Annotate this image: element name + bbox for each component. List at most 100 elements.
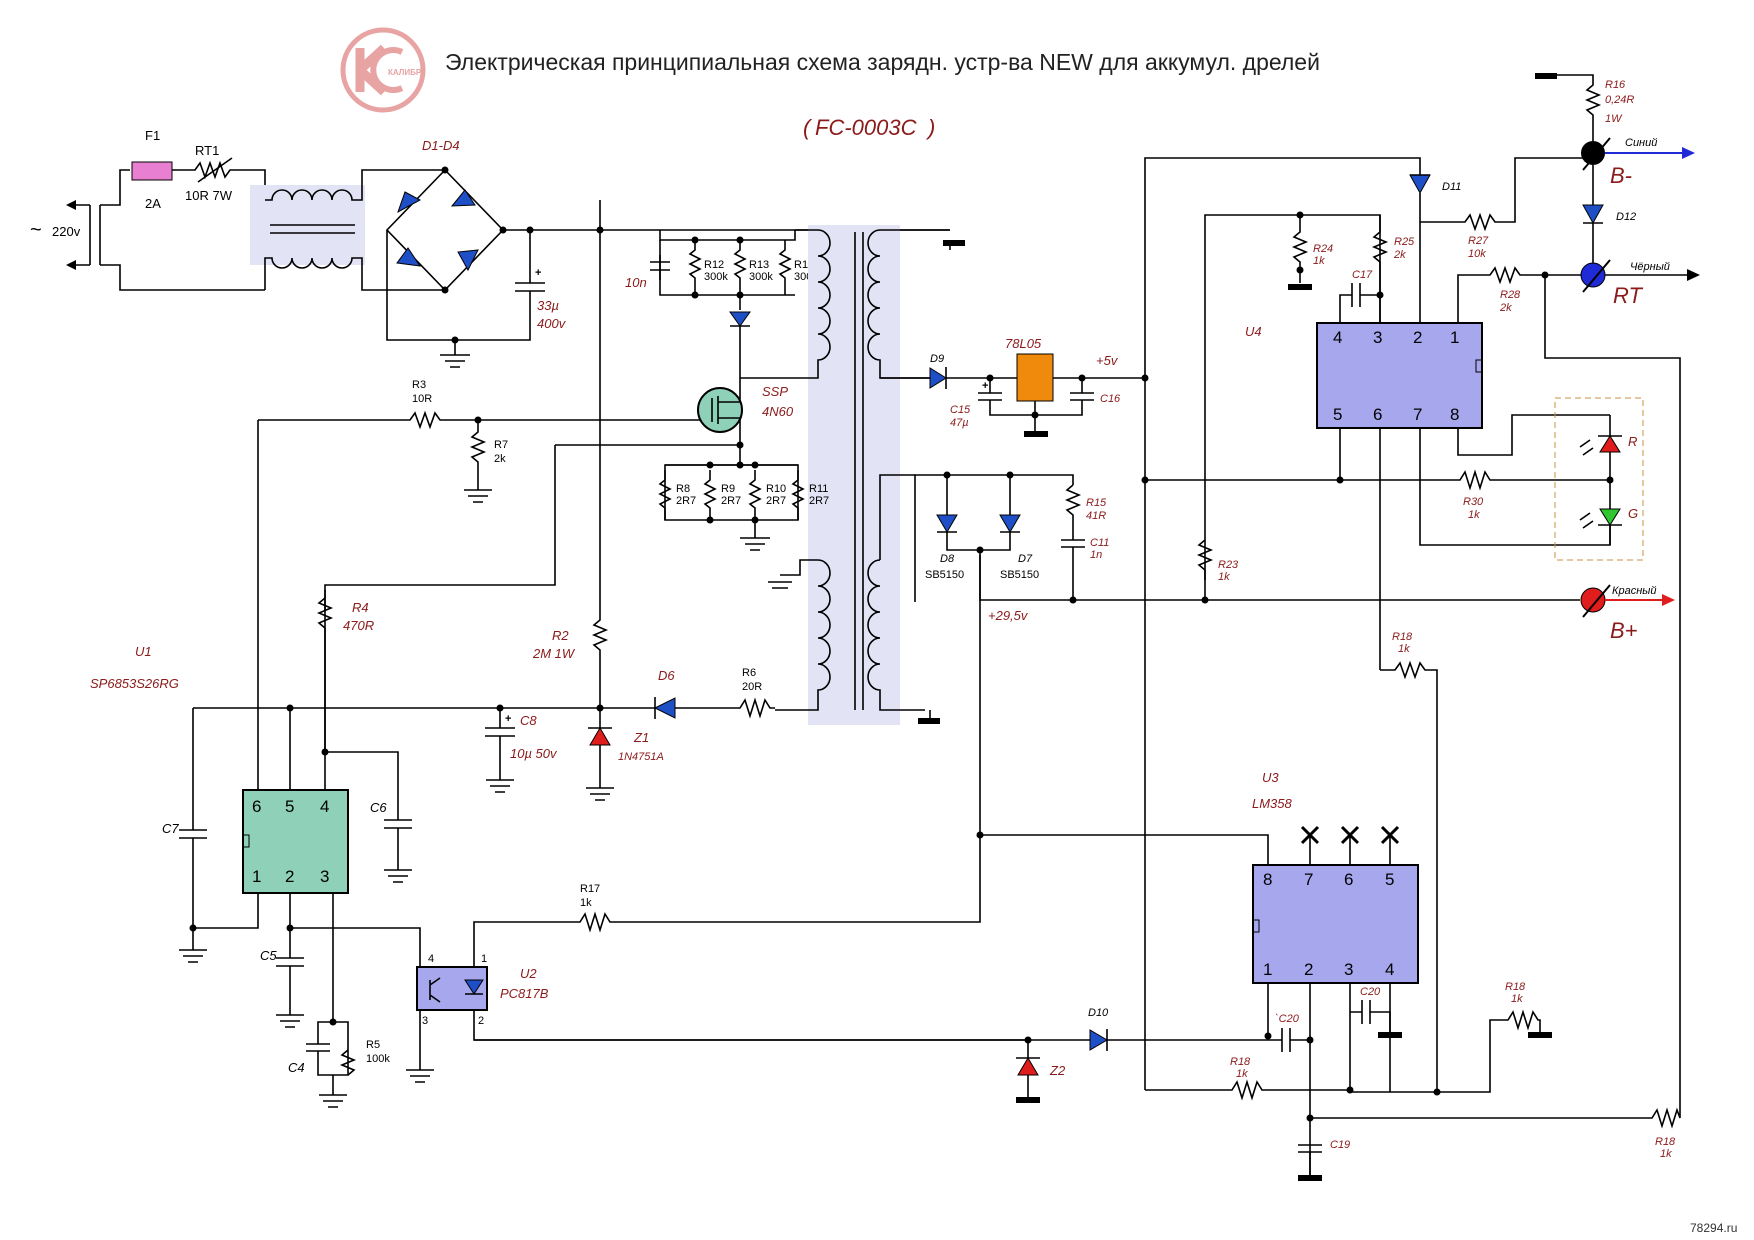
svg-text:4N60: 4N60 — [762, 404, 794, 419]
svg-text:2: 2 — [478, 1015, 484, 1027]
svg-text:33µ: 33µ — [537, 298, 559, 313]
svg-text:4: 4 — [1333, 328, 1342, 347]
svg-text:D10: D10 — [1088, 1007, 1109, 1019]
svg-text:R8: R8 — [676, 483, 690, 495]
svg-text:5: 5 — [1385, 870, 1394, 889]
thermistor-rt1: RT1 10R 7W — [172, 143, 266, 203]
gate-network: R3 10R R7 2k — [257, 379, 700, 790]
svg-text:Чёрный: Чёрный — [1630, 261, 1670, 273]
svg-text:SB5150: SB5150 — [925, 569, 964, 581]
svg-text:C20: C20 — [1360, 986, 1381, 998]
svg-text:U2: U2 — [520, 966, 537, 981]
model-paren-open: ( — [803, 115, 813, 140]
svg-text:1: 1 — [1450, 328, 1459, 347]
svg-text:47µ: 47µ — [950, 417, 969, 429]
svg-text:10n: 10n — [625, 275, 647, 290]
optocoupler-u2: 4 1 3 2 U2 PC817B R17 1k — [406, 555, 1028, 1083]
svg-text:R2: R2 — [552, 628, 569, 643]
svg-text:3: 3 — [1373, 328, 1382, 347]
svg-text:`C20: `C20 — [1275, 1013, 1300, 1025]
bridge-rectifier: D1-D4 — [385, 138, 950, 368]
common-mode-choke — [250, 169, 445, 291]
svg-text:2k: 2k — [1393, 249, 1406, 261]
model-number: FC-0003C — [815, 115, 917, 140]
svg-text:1N4751A: 1N4751A — [618, 751, 664, 763]
svg-text:Z1: Z1 — [633, 730, 649, 745]
svg-text:C17: C17 — [1352, 269, 1373, 281]
svg-text:6: 6 — [1344, 870, 1353, 889]
ac-symbol: ~ — [30, 219, 42, 241]
svg-text:R: R — [1628, 434, 1637, 449]
svg-text:R7: R7 — [494, 439, 508, 451]
svg-text:RT1: RT1 — [195, 143, 219, 158]
svg-text:R24: R24 — [1313, 243, 1333, 255]
svg-text:7: 7 — [1304, 870, 1313, 889]
svg-text:R11: R11 — [809, 483, 828, 495]
svg-text:2R7: 2R7 — [676, 495, 696, 507]
svg-text:D9: D9 — [930, 353, 944, 365]
svg-text:C16: C16 — [1100, 393, 1121, 405]
bulk-capacitor: + 33µ 400v — [515, 226, 567, 331]
svg-text:1k: 1k — [1236, 1068, 1248, 1080]
svg-text:1n: 1n — [1090, 549, 1102, 561]
snubber-network: 10n R12 300k R13 300k R14 300k — [596, 226, 818, 378]
svg-text:1: 1 — [481, 953, 487, 965]
svg-text:C7: C7 — [162, 821, 179, 836]
svg-text:Синий: Синий — [1625, 137, 1657, 149]
terminal-b-plus: Красный B+ — [1580, 584, 1675, 643]
svg-text:+: + — [535, 267, 541, 279]
svg-text:2R7: 2R7 — [721, 495, 741, 507]
svg-text:C6: C6 — [370, 800, 387, 815]
svg-text:R5: R5 — [366, 1039, 380, 1051]
svg-text:470R: 470R — [343, 618, 374, 633]
svg-text:10R: 10R — [412, 393, 432, 405]
sense-resistor-r16: R16 0,24R 1W — [1535, 73, 1634, 153]
svg-text:R15: R15 — [1086, 497, 1107, 509]
watermark: 78294.ru — [1690, 1221, 1737, 1235]
svg-text:1W: 1W — [1605, 113, 1623, 125]
svg-text:2: 2 — [1304, 960, 1313, 979]
svg-text:6: 6 — [252, 797, 261, 816]
svg-text:R23: R23 — [1218, 559, 1239, 571]
svg-text:4: 4 — [320, 797, 329, 816]
svg-text:2A: 2A — [145, 196, 161, 211]
svg-text:8: 8 — [1450, 405, 1459, 424]
svg-text:C15: C15 — [950, 404, 971, 416]
svg-text:RT: RT — [1613, 283, 1643, 308]
svg-text:D11: D11 — [1442, 181, 1461, 193]
svg-text:R9: R9 — [721, 483, 735, 495]
svg-text:1k: 1k — [1398, 643, 1410, 655]
svg-text:2M 1W: 2M 1W — [532, 646, 576, 661]
svg-text:R6: R6 — [742, 667, 756, 679]
svg-text:R25: R25 — [1394, 236, 1415, 248]
svg-text:1k: 1k — [580, 897, 592, 909]
svg-text:C5: C5 — [260, 948, 277, 963]
svg-text:R18: R18 — [1392, 631, 1413, 643]
svg-text:1k: 1k — [1511, 993, 1523, 1005]
svg-text:D7: D7 — [1018, 553, 1033, 565]
svg-text:41R: 41R — [1086, 510, 1106, 522]
svg-text:20R: 20R — [742, 681, 762, 693]
svg-text:U1: U1 — [135, 644, 152, 659]
u4-feedback: R30 1k R23 1k R18 1k — [1141, 378, 1610, 1092]
svg-text:B+: B+ — [1610, 618, 1638, 643]
svg-text:C19: C19 — [1330, 1139, 1350, 1151]
svg-text:SSP: SSP — [762, 384, 788, 399]
svg-text:SB5150: SB5150 — [1000, 569, 1039, 581]
ic-u1: U1 SP6853S26RG 6 5 4 1 2 3 R4 470R C6 C7… — [90, 590, 421, 1108]
svg-text:10µ 50v: 10µ 50v — [510, 746, 558, 761]
svg-text:U4: U4 — [1245, 324, 1262, 339]
svg-text:R12: R12 — [704, 259, 724, 271]
vcc-bus: D6 R6 20R + C8 10µ 50v Z1 1N4751A — [193, 667, 775, 801]
svg-text:10R 7W: 10R 7W — [185, 188, 233, 203]
svg-text:4: 4 — [428, 953, 434, 965]
svg-text:Z2: Z2 — [1049, 1063, 1066, 1078]
svg-text:300k: 300k — [749, 271, 773, 283]
svg-text:R27: R27 — [1468, 235, 1489, 247]
ic-u4: U4 4 3 2 1 5 6 7 8 D11 R24 1k R25 2k C17… — [1144, 157, 1681, 1110]
logo: КАЛИБР — [340, 27, 426, 113]
page-title: Электрическая принципиальная схема заряд… — [445, 49, 1320, 75]
svg-text:5: 5 — [285, 797, 294, 816]
svg-text:B-: B- — [1610, 163, 1632, 188]
svg-text:F1: F1 — [145, 128, 160, 143]
